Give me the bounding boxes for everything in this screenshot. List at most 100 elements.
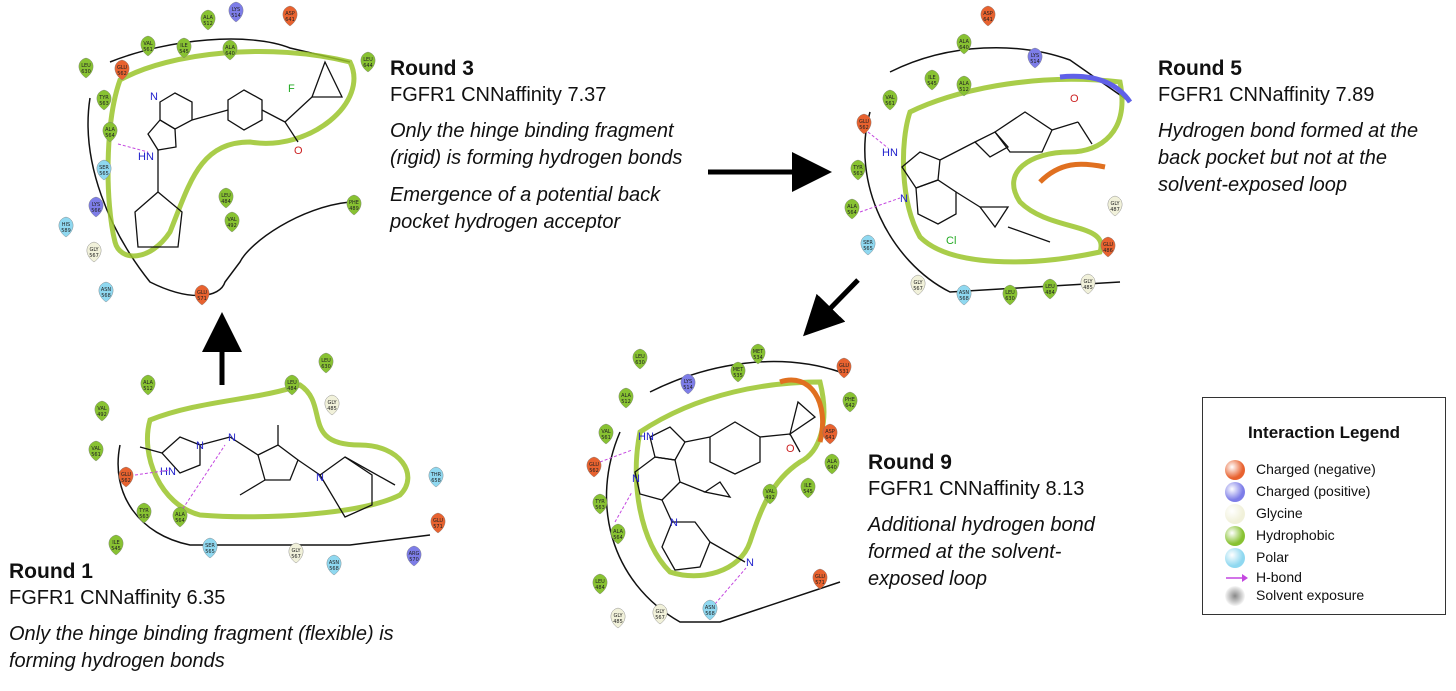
residue-badge — [98, 281, 114, 303]
atom-o: O — [1070, 93, 1079, 105]
residue-badge — [430, 512, 446, 534]
residue-name: ALA — [847, 204, 857, 210]
residue-badge — [140, 374, 156, 396]
residue-badge — [956, 33, 972, 55]
residue-name: ALA — [143, 380, 153, 386]
residue-number: 571 — [197, 296, 207, 302]
residue-number: 484 — [1045, 290, 1055, 296]
residue-badge — [136, 502, 152, 524]
residue-badge — [102, 121, 118, 143]
residue-number: 487 — [1110, 207, 1120, 213]
backbone-line — [87, 97, 351, 297]
residue-badge — [324, 394, 340, 416]
residue-badge — [282, 5, 298, 27]
residue-badge — [1027, 47, 1043, 69]
residue-name: LEU — [635, 354, 645, 360]
residue-badge — [586, 456, 602, 478]
ligand-structure — [139, 425, 396, 518]
residue-number: 545 — [111, 546, 121, 552]
legend-label: Charged (negative) — [1256, 461, 1376, 477]
residue-badge — [956, 284, 972, 306]
residue-badge — [822, 423, 838, 445]
residue-name: ILE — [180, 43, 187, 49]
legend-label: Solvent exposure — [1256, 587, 1365, 603]
atom-nh: HN — [882, 147, 898, 159]
atom-n: N — [670, 517, 678, 529]
residue-name: ALA — [959, 81, 969, 87]
residue-number: 564 — [613, 535, 623, 541]
residue-badge — [318, 352, 334, 374]
residue-badge — [360, 51, 376, 73]
residue-name: ASN — [329, 560, 340, 566]
residue-name: LEU — [81, 63, 91, 69]
interaction-legend: Interaction Legend Charged (negative) Ch… — [1202, 397, 1446, 615]
residue-name: ASP — [825, 429, 835, 435]
residue-number: 567 — [89, 253, 99, 259]
residue-name: ILE — [928, 75, 935, 81]
residue-name: GLY — [913, 280, 923, 286]
residue-number: 545 — [803, 489, 813, 495]
residue-name: GLU — [121, 472, 131, 478]
atom-o: O — [294, 145, 303, 157]
residue-number: 485 — [613, 619, 623, 625]
residue-name: ALA — [827, 459, 837, 465]
residue-name: GLU — [1103, 242, 1113, 248]
residue-number: 563 — [853, 171, 863, 177]
residue-number: 485 — [327, 406, 337, 412]
negative-swatch-icon — [1225, 460, 1245, 481]
residue-number: 640 — [225, 51, 235, 57]
atom-o: O — [786, 443, 795, 455]
residue-number: 565 — [863, 246, 873, 252]
residue-number: 531 — [839, 369, 849, 375]
residue-name: SER — [863, 240, 873, 246]
solvent-exposure-icon — [1225, 586, 1245, 607]
residue-number: 641 — [983, 17, 993, 23]
residue-number: 561 — [91, 452, 101, 458]
residue-name: GLU — [839, 363, 849, 369]
hbond-arrow — [599, 449, 633, 463]
residue-number: 630 — [81, 69, 91, 75]
residue-number: 563 — [595, 505, 605, 511]
residue-number: 562 — [121, 478, 131, 484]
residue-badge — [1100, 236, 1116, 258]
pocket-contour — [900, 76, 1125, 265]
round5-title: Round 5 — [1158, 57, 1242, 80]
residue-badge — [86, 241, 102, 263]
residue-number: 492 — [227, 223, 237, 229]
residue-number: 484 — [221, 199, 231, 205]
residue-name: ASP — [285, 11, 295, 17]
residue-badge — [114, 59, 130, 81]
residue-badge — [652, 603, 668, 625]
hbond-arrow — [859, 197, 901, 213]
round9-title: Round 9 — [868, 451, 952, 474]
atom-n: N — [900, 193, 908, 205]
residue-badge — [118, 466, 134, 488]
residue-badge — [750, 343, 766, 365]
residue-number: 512 — [143, 386, 153, 392]
residue-number: 570 — [409, 557, 419, 563]
